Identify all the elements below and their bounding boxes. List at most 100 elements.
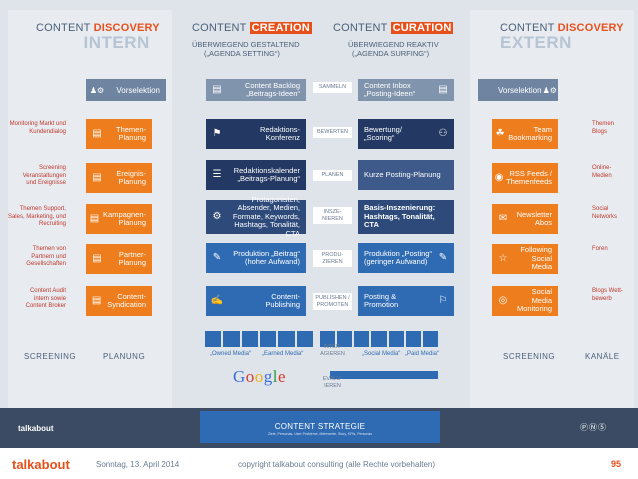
creation-step-label: Produktion „Beitrag“ (hoher Aufwand) bbox=[233, 248, 300, 266]
content-strategy-box: CONTENT STRATEGIE Ziele, Personas, User … bbox=[200, 411, 440, 443]
curation-subtitle-line1: ÜBERWIEGEND REAKTIV bbox=[348, 40, 439, 49]
folder-icon: ▤ bbox=[89, 212, 100, 224]
header-prefix: CONTENT bbox=[500, 22, 558, 34]
right-source-label: Themen Blogs bbox=[592, 121, 615, 135]
google-logo: Google bbox=[233, 367, 287, 386]
creation-step-box: ⚙ Protagonisten, Absender, Medien, Format… bbox=[206, 195, 306, 237]
left-planning-box: ▤ Themen- Planung bbox=[86, 119, 152, 149]
process-step-label: INSZE- NIEREN bbox=[313, 207, 352, 224]
process-step-label: BEWERTEN bbox=[313, 127, 352, 138]
curation-subtitle-line2: („AGENDA SURFING“) bbox=[352, 49, 430, 58]
vorselektion-right: Vorselektion ♟⚙ bbox=[478, 79, 558, 101]
curation-step-box: Kurze Posting-Planung bbox=[358, 160, 454, 190]
footer-brand: talkabout bbox=[12, 457, 70, 472]
left-planning-box: ▤Kampagnen- Planung bbox=[86, 204, 152, 234]
owned-media-icons bbox=[205, 331, 313, 347]
right-channel-box-label: Social Media Monitoring bbox=[516, 287, 552, 314]
channel-icon: ✉ bbox=[498, 212, 508, 224]
diagram-canvas: CONTENT DISCOVERY INTERN CONTENT CREATIO… bbox=[0, 0, 638, 448]
curation-step-icon: ✎ bbox=[438, 251, 448, 263]
left-source-label: Monitoring Markt und Kundendialog bbox=[9, 121, 66, 135]
right-channel-box: ◎Social Media Monitoring bbox=[492, 286, 558, 316]
curation-step-box: Produktion „Posting“ (geringer Aufwand) ✎ bbox=[358, 243, 454, 273]
right-channel-box: ☆Following Social Media bbox=[492, 244, 558, 274]
screening-right-label: SCREENING bbox=[503, 352, 556, 361]
left-planning-box-label: Themen- Planung bbox=[115, 124, 146, 142]
cc-license-icon: ⓅⓃⓈ bbox=[580, 423, 607, 432]
vorselektion-left: ♟⚙ Vorselektion bbox=[86, 79, 166, 101]
right-source-label: Online- Medien bbox=[592, 165, 612, 179]
curation-step-label: Content Inbox „Posting-Ideen“ bbox=[364, 80, 416, 98]
creation-step-icon: ✍ bbox=[210, 294, 224, 306]
left-source-label: Themen Support, Sales, Marketing, und Re… bbox=[7, 206, 66, 227]
header-curation: CONTENT CURATION bbox=[333, 22, 454, 34]
media-icon bbox=[354, 331, 370, 347]
media-icon bbox=[241, 331, 258, 347]
left-planning-box-label: Partner- Planung bbox=[118, 249, 146, 267]
creation-step-label: Redaktionskalender „Beitrags-Planung“ bbox=[233, 165, 300, 183]
folder-icon: ▤ bbox=[92, 127, 102, 139]
audience-icons bbox=[330, 371, 438, 379]
creation-step-icon: ☰ bbox=[212, 168, 222, 180]
media-icon bbox=[422, 331, 438, 347]
left-planning-box-label: Content- Syndication bbox=[107, 291, 146, 309]
creation-step-box: ☰ Redaktionskalender „Beitrags-Planung“ bbox=[206, 160, 306, 190]
header-discovery-extern: CONTENT DISCOVERY EXTERN bbox=[500, 22, 624, 53]
strip-brand: talkabout bbox=[18, 424, 54, 433]
curation-step-label: Kurze Posting-Planung bbox=[364, 169, 441, 179]
right-channel-box-label: Newsletter Abos bbox=[516, 209, 552, 227]
left-planning-box: ▤ Content- Syndication bbox=[86, 286, 152, 316]
creation-step-box: ⚑Redaktions- Konferenz bbox=[206, 119, 306, 149]
left-planning-box-label: Ereignis- Planung bbox=[116, 168, 146, 186]
users-gear-icon: ♟⚙ bbox=[89, 85, 105, 95]
right-source-label: Social Networks bbox=[592, 206, 618, 220]
strategy-title: CONTENT STRATEGIE bbox=[274, 422, 366, 431]
media-icon bbox=[405, 331, 421, 347]
curation-step-box: Bewertung/ „Scoring“⚇ bbox=[358, 119, 454, 149]
channel-icon: ☘ bbox=[495, 127, 505, 139]
header-keyword: CURATION bbox=[390, 22, 454, 34]
creation-subtitle-line1: ÜBERWIEGEND GESTALTEND bbox=[192, 40, 300, 49]
process-step-label: PUBLISHEN / PROMOTEN bbox=[313, 293, 352, 310]
folder-icon: ▤ bbox=[91, 294, 102, 306]
media-icon bbox=[337, 331, 353, 347]
right-source-label: Foren bbox=[592, 246, 608, 252]
vorselektion-label: Vorselektion bbox=[498, 85, 542, 95]
curation-step-label: Produktion „Posting“ (geringer Aufwand) bbox=[364, 248, 432, 266]
strategy-subtitle: Ziele, Personas, User Probleme, Mehrwert… bbox=[267, 432, 372, 436]
media-icon bbox=[296, 331, 313, 347]
header-discovery-intern: CONTENT DISCOVERY INTERN bbox=[36, 22, 160, 53]
header-keyword: DISCOVERY bbox=[557, 22, 624, 34]
page-number: 95 bbox=[611, 459, 622, 469]
social-media-icons bbox=[320, 331, 438, 347]
curation-step-box: Posting & Promotion⚐ bbox=[358, 286, 454, 316]
creation-step-icon: ⚑ bbox=[212, 127, 222, 139]
vorselektion-label: Vorselektion bbox=[116, 85, 160, 95]
curation-step-label: Basis-Inszenierung: Hashtags, Tonalität,… bbox=[364, 203, 436, 230]
header-keyword: DISCOVERY bbox=[93, 22, 160, 34]
curation-step-box: Basis-Inszenierung: Hashtags, Tonalität,… bbox=[358, 200, 454, 234]
media-icon bbox=[320, 331, 336, 347]
creation-step-box: ▤Content Backlog „Beitrags-Ideen“ bbox=[206, 79, 306, 101]
media-icon bbox=[259, 331, 277, 347]
header-prefix: CONTENT bbox=[192, 22, 250, 34]
creation-step-box: ✍Content- Publishing bbox=[206, 286, 306, 316]
left-planning-box: ▤ Ereignis- Planung bbox=[86, 163, 152, 193]
right-source-label: Blogs Wett- bewerb bbox=[592, 288, 623, 302]
curation-step-icon: ▤ bbox=[438, 83, 448, 95]
creation-step-icon: ⚙ bbox=[212, 210, 222, 222]
interagieren-label: INTER- AGIEREN bbox=[320, 344, 345, 357]
right-channel-box-label: RSS Feeds / Themenfeeds bbox=[506, 168, 552, 186]
header-creation: CONTENT CREATION bbox=[192, 22, 312, 34]
creation-step-label: Protagonisten, Absender, Medien, Formate… bbox=[232, 194, 300, 238]
curation-subtitle: ÜBERWIEGEND REAKTIV („AGENDA SURFING“) bbox=[348, 40, 439, 58]
creation-subtitle-line2: („AGENDA SETTING“) bbox=[204, 49, 280, 58]
curation-step-box: Content Inbox „Posting-Ideen“ ▤ bbox=[358, 79, 454, 101]
process-step-label: SAMMELN bbox=[313, 82, 352, 93]
right-channel-box: ◉RSS Feeds / Themenfeeds bbox=[492, 163, 558, 193]
social-media-label: „Social Media“ bbox=[362, 351, 401, 357]
left-source-label: Screening Veranstaltungen und Ereignisse bbox=[22, 165, 66, 186]
screening-left-label: SCREENING bbox=[24, 352, 77, 361]
folder-icon: ▤ bbox=[92, 171, 102, 183]
header-prefix: CONTENT bbox=[333, 22, 391, 34]
